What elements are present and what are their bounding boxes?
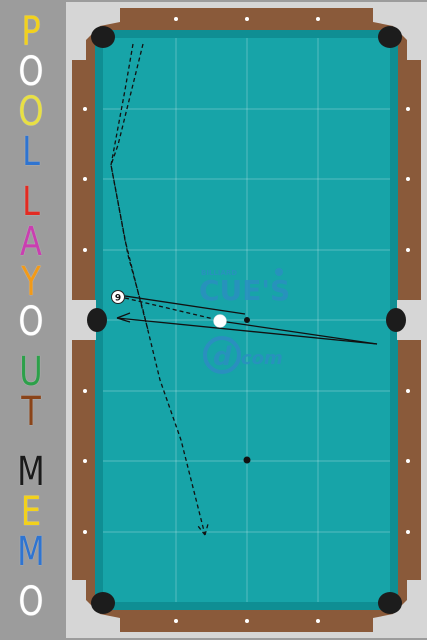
logo-d-letter: d [213, 342, 232, 372]
cue-ball [213, 314, 227, 328]
title-letter: L [22, 179, 40, 225]
object-ball-9: 9 [111, 290, 125, 304]
title-letter: O [18, 49, 44, 95]
title-letter: O [18, 89, 44, 135]
pocket-top-left [91, 26, 115, 48]
title-letter: A [20, 219, 42, 265]
title-letter: M [17, 529, 45, 575]
title-letter: E [20, 489, 42, 535]
pockets [87, 26, 406, 614]
title-letter: U [19, 349, 43, 395]
object-ball-number: 9 [115, 294, 121, 304]
title-letter: L [22, 129, 40, 175]
title-letter: M [17, 449, 45, 495]
rail-diamonds [83, 17, 410, 623]
pocket-top-right [378, 26, 402, 48]
pocket-side-right [386, 308, 406, 332]
logo-d-circle-icon [203, 336, 241, 374]
logo-dot-icon [275, 268, 283, 276]
cues-logo: BILLIARD CUE'S d com [199, 268, 290, 374]
title-letter: T [21, 389, 41, 435]
pocket-side-left [87, 308, 107, 332]
logo-domain-text: com [241, 348, 283, 369]
title-letter: Y [21, 259, 41, 305]
foot-spot [244, 317, 250, 323]
head-spot [243, 456, 251, 464]
logo-main-text: CUE'S [199, 274, 290, 307]
title-letter: O [18, 299, 44, 345]
title-letter: P [21, 9, 41, 55]
pocket-bottom-right [378, 592, 402, 614]
shot-path-dashed [110, 43, 219, 536]
title-letter: O [18, 579, 44, 625]
pocket-bottom-left [91, 592, 115, 614]
logo-small-text: BILLIARD [201, 269, 237, 277]
shot-path-solid [116, 295, 378, 345]
